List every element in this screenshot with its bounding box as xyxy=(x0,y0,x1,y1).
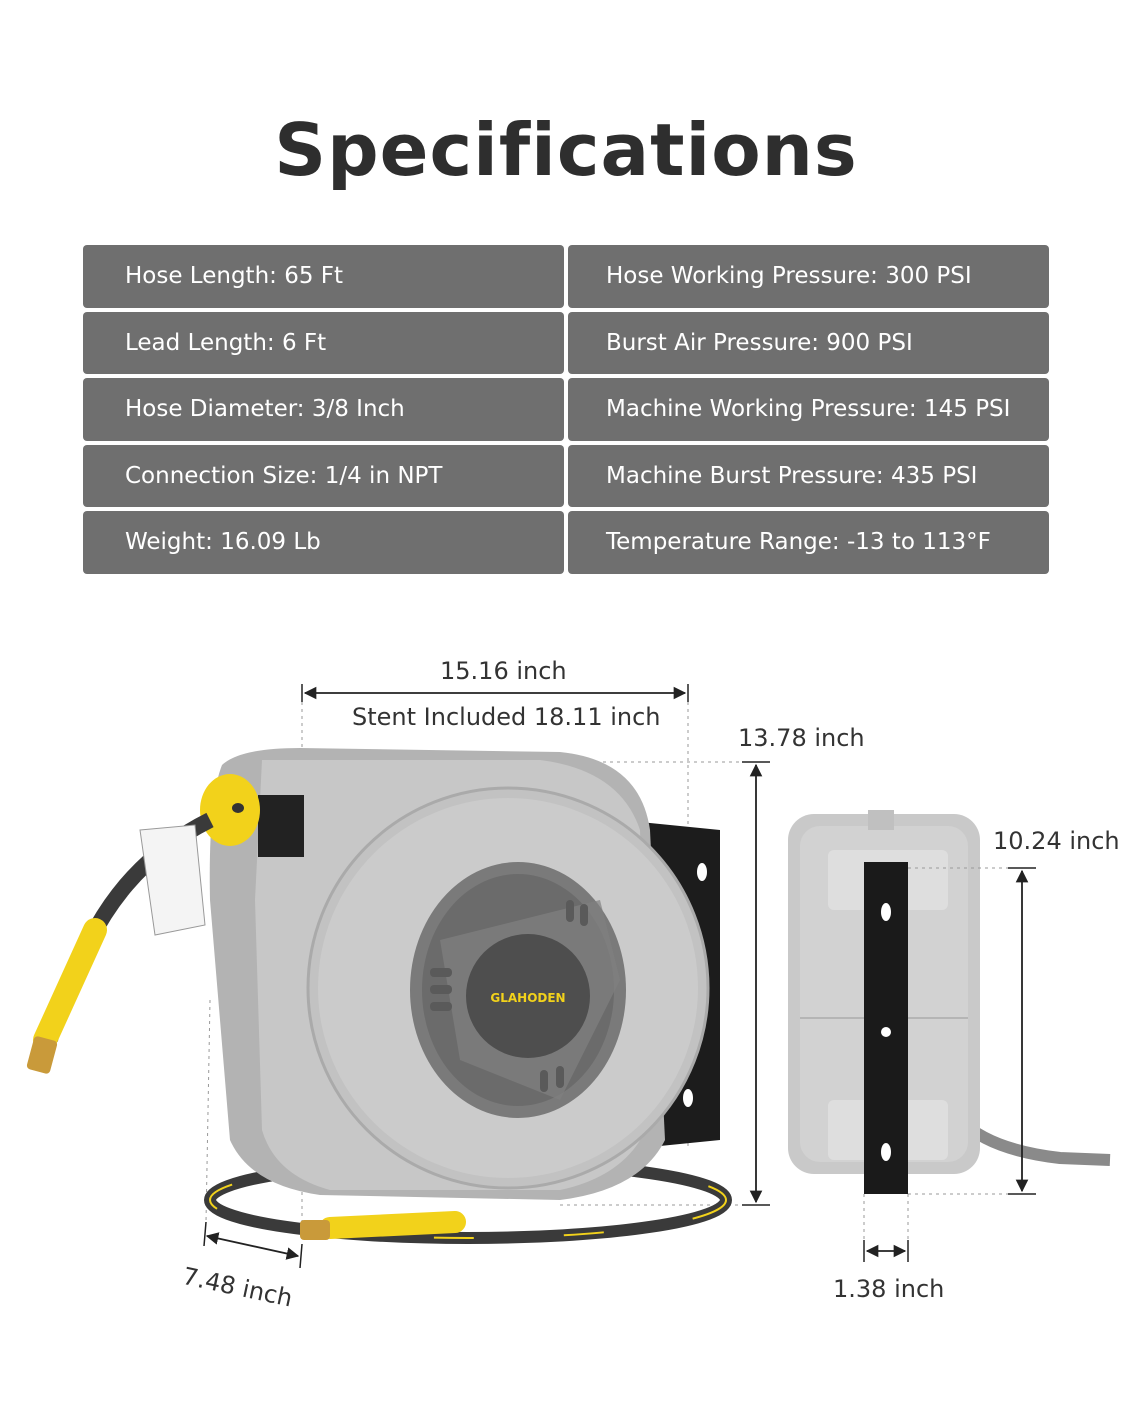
spec-weight: Weight: 16.09 Lb xyxy=(83,511,564,574)
spec-machine-burst-pressure: Machine Burst Pressure: 435 PSI xyxy=(568,444,1049,507)
spec-hose-length: Hose Length: 65 Ft xyxy=(83,245,564,308)
dim-width-stent-label: Stent Included 18.11 inch xyxy=(352,703,661,731)
spec-connection-size: Connection Size: 1/4 in NPT xyxy=(83,444,564,507)
spec-table: Hose Length: 65 Ft Hose Working Pressure… xyxy=(83,245,1049,574)
spec-hose-diameter: Hose Diameter: 3/8 Inch xyxy=(83,378,564,441)
brand-logo: GLAHODEN xyxy=(490,991,565,1005)
product-drawing: GLAHODEN xyxy=(26,684,1111,1269)
spec-burst-air-pressure: Burst Air Pressure: 900 PSI xyxy=(568,311,1049,374)
page-title: Specifications xyxy=(274,108,858,192)
dim-width-label: 15.16 inch xyxy=(440,657,567,685)
spec-hose-working-pressure: Hose Working Pressure: 300 PSI xyxy=(568,245,1049,308)
dim-bracket-height-label: 10.24 inch xyxy=(993,827,1120,855)
hose-reel-front: GLAHODEN xyxy=(26,748,732,1244)
hose-reel-side xyxy=(788,810,1111,1262)
spec-temperature-range: Temperature Range: -13 to 113°F xyxy=(568,511,1049,574)
dim-bracket-width-label: 1.38 inch xyxy=(833,1275,945,1303)
spec-lead-length: Lead Length: 6 Ft xyxy=(83,311,564,374)
spec-machine-working-pressure: Machine Working Pressure: 145 PSI xyxy=(568,378,1049,441)
dim-height-label: 13.78 inch xyxy=(738,724,865,752)
